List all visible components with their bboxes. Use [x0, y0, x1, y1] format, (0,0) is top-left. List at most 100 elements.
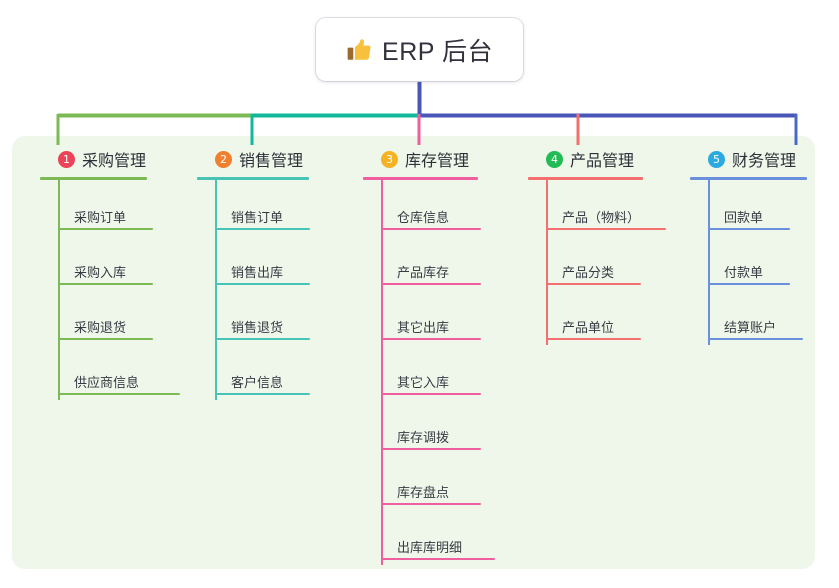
badge-number-product: 4 — [546, 150, 563, 168]
item-spine — [546, 180, 548, 235]
item-label: 其它出库 — [397, 320, 450, 335]
list-item[interactable]: 供应商信息 — [40, 345, 180, 400]
column-rule-purchase — [40, 177, 147, 180]
column-header-inventory[interactable]: 3 库存管理 — [363, 146, 478, 172]
item-spine — [381, 345, 383, 400]
list-item[interactable]: 产品库存 — [363, 235, 481, 290]
item-underline — [215, 283, 310, 285]
item-list-finance: 回款单付款单结算账户 — [690, 180, 807, 345]
item-spine — [381, 400, 383, 455]
list-item[interactable]: 其它入库 — [363, 345, 481, 400]
list-item[interactable]: 采购退货 — [40, 290, 153, 345]
item-label: 仓库信息 — [397, 210, 450, 225]
item-label: 回款单 — [724, 210, 764, 225]
item-list-sales: 销售订单销售出库销售退货客户信息 — [197, 180, 310, 400]
item-label: 付款单 — [724, 265, 764, 280]
column-inventory: 3 库存管理仓库信息产品库存其它出库其它入库库存调拨库存盘点出库库明细 — [363, 146, 495, 565]
list-item[interactable]: 产品分类 — [528, 235, 643, 290]
item-label: 供应商信息 — [74, 375, 140, 390]
item-underline — [381, 228, 481, 230]
root-node[interactable]: ERP 后台 — [316, 18, 523, 81]
badge-number-purchase: 1 — [58, 150, 75, 168]
item-spine — [215, 235, 217, 290]
item-underline — [546, 283, 641, 285]
list-item[interactable]: 销售出库 — [197, 235, 310, 290]
item-spine — [381, 290, 383, 345]
item-underline — [381, 283, 481, 285]
item-underline — [381, 503, 481, 505]
item-underline — [381, 338, 481, 340]
item-underline — [546, 228, 666, 230]
column-title-inventory: 库存管理 — [405, 153, 470, 170]
badge-number-sales: 2 — [215, 150, 232, 168]
column-header-purchase[interactable]: 1 采购管理 — [40, 146, 147, 172]
item-list-inventory: 仓库信息产品库存其它出库其它入库库存调拨库存盘点出库库明细 — [363, 180, 495, 565]
item-label: 采购入库 — [74, 265, 127, 280]
list-item[interactable]: 出库库明细 — [363, 510, 495, 565]
column-sales: 2 销售管理销售订单销售出库销售退货客户信息 — [197, 146, 310, 400]
item-spine — [708, 290, 710, 345]
item-label: 结算账户 — [724, 320, 777, 335]
item-underline — [708, 338, 803, 340]
item-underline — [58, 393, 180, 395]
list-item[interactable]: 结算账户 — [690, 290, 807, 345]
list-item[interactable]: 库存调拨 — [363, 400, 481, 455]
item-spine — [58, 235, 60, 290]
column-title-finance: 财务管理 — [732, 153, 797, 170]
item-label: 客户信息 — [231, 375, 284, 390]
item-label: 产品单位 — [562, 320, 615, 335]
item-label: 出库库明细 — [397, 540, 463, 555]
item-label: 产品库存 — [397, 265, 450, 280]
item-underline — [381, 393, 481, 395]
list-item[interactable]: 仓库信息 — [363, 180, 481, 235]
badge-number-inventory: 3 — [381, 150, 398, 168]
item-underline — [58, 338, 153, 340]
list-item[interactable]: 销售订单 — [197, 180, 310, 235]
item-spine — [215, 180, 217, 235]
list-item[interactable]: 产品单位 — [528, 290, 643, 345]
item-label: 产品分类 — [562, 265, 615, 280]
item-label: 库存调拨 — [397, 430, 450, 445]
list-item[interactable]: 销售退货 — [197, 290, 310, 345]
list-item[interactable]: 产品（物料） — [528, 180, 666, 235]
list-item[interactable]: 客户信息 — [197, 345, 310, 400]
column-rule-sales — [197, 177, 309, 180]
item-spine — [58, 180, 60, 235]
item-underline — [708, 228, 790, 230]
item-spine — [381, 510, 383, 565]
item-label: 销售退货 — [231, 320, 284, 335]
item-underline — [708, 283, 790, 285]
list-item[interactable]: 其它出库 — [363, 290, 481, 345]
list-item[interactable]: 库存盘点 — [363, 455, 481, 510]
item-spine — [58, 290, 60, 345]
item-underline — [381, 558, 495, 560]
item-label: 库存盘点 — [397, 485, 450, 500]
item-spine — [708, 235, 710, 290]
list-item[interactable]: 回款单 — [690, 180, 807, 235]
item-spine — [708, 180, 710, 235]
item-list-purchase: 采购订单采购入库采购退货供应商信息 — [40, 180, 180, 400]
item-underline — [58, 228, 153, 230]
item-label: 产品（物料） — [562, 210, 641, 225]
list-item[interactable]: 采购入库 — [40, 235, 153, 290]
list-item[interactable]: 采购订单 — [40, 180, 153, 235]
item-underline — [381, 448, 481, 450]
item-spine — [215, 345, 217, 400]
column-purchase: 1 采购管理采购订单采购入库采购退货供应商信息 — [40, 146, 180, 400]
column-rule-product — [528, 177, 643, 180]
column-header-sales[interactable]: 2 销售管理 — [197, 146, 309, 172]
item-spine — [215, 290, 217, 345]
item-label: 销售出库 — [231, 265, 284, 280]
item-underline — [215, 228, 310, 230]
item-spine — [546, 290, 548, 345]
column-rule-finance — [690, 177, 807, 180]
column-title-sales: 销售管理 — [239, 153, 304, 170]
item-underline — [546, 338, 641, 340]
column-title-purchase: 采购管理 — [82, 153, 147, 170]
list-item[interactable]: 付款单 — [690, 235, 807, 290]
